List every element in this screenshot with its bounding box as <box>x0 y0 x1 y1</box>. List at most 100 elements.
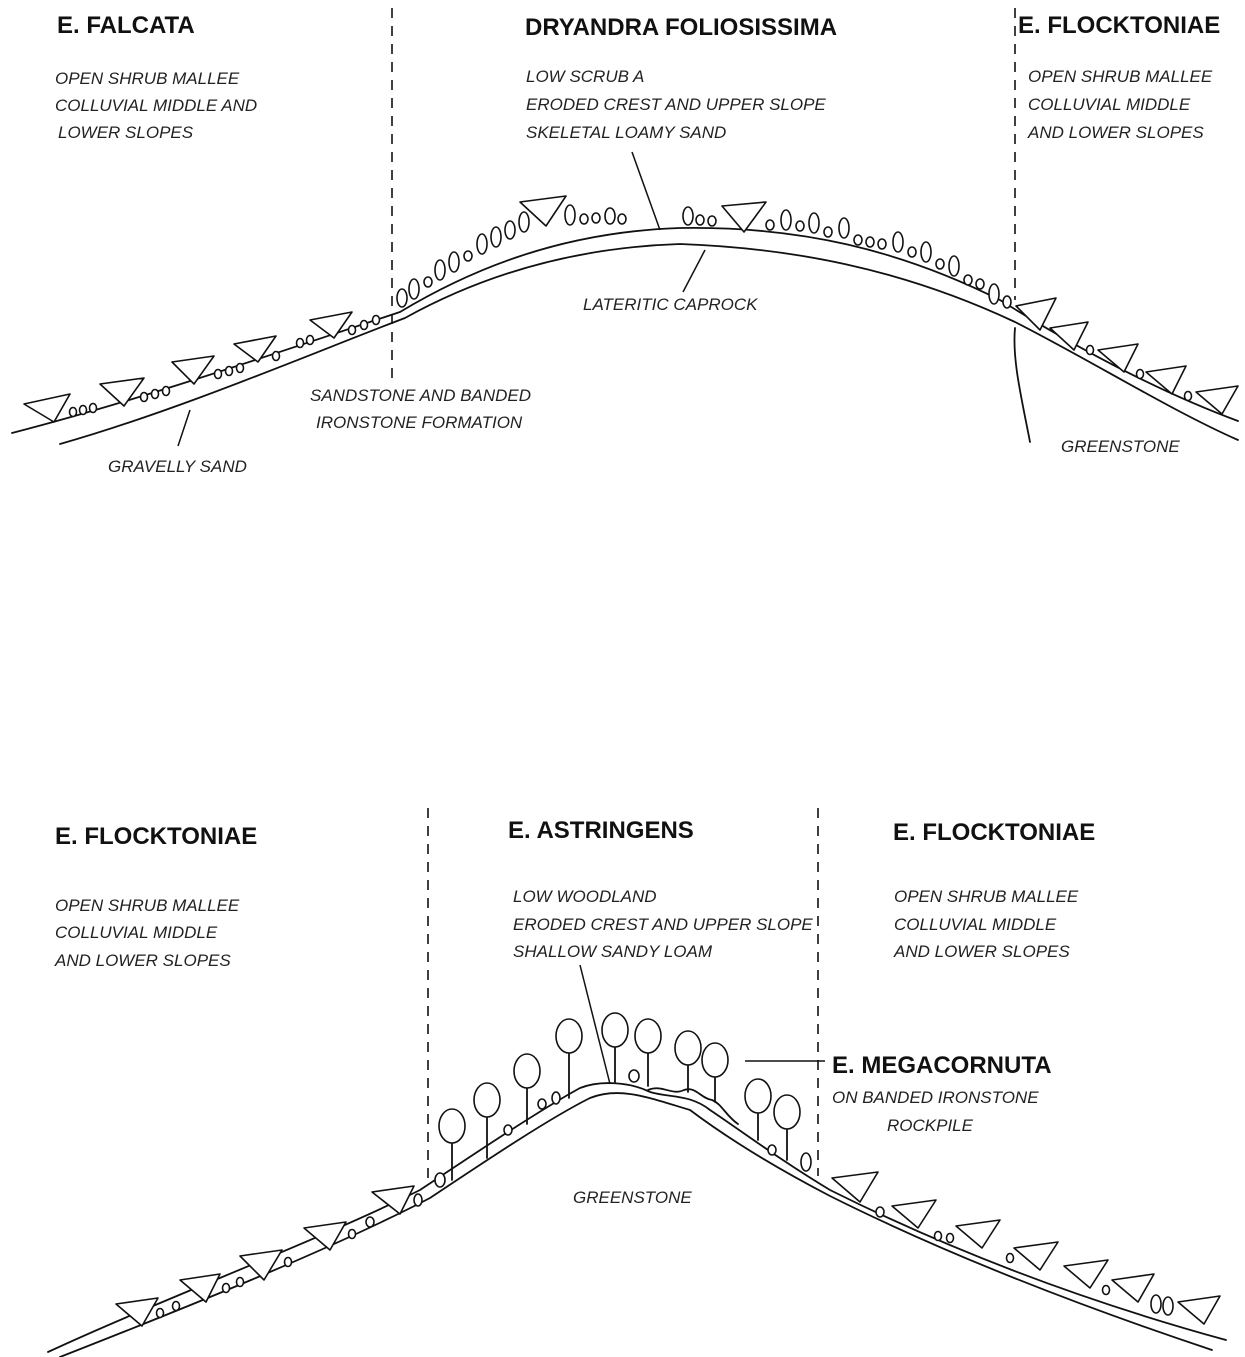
woodland-tree <box>675 1031 701 1065</box>
bottom-center-zone-line: ERODED CREST AND UPPER SLOPE <box>513 915 813 934</box>
low-scrub <box>989 284 999 304</box>
mallee-shrub <box>722 202 766 232</box>
small-shrub <box>285 1258 292 1267</box>
top-left-zone-line: OPEN SHRUB MALLEE <box>55 69 240 88</box>
top-greenstone-contact <box>1014 328 1030 442</box>
woodland-tree <box>514 1054 540 1088</box>
small-shrub <box>152 390 159 399</box>
small-shrub <box>414 1194 422 1206</box>
small-shrub <box>435 1173 445 1187</box>
low-scrub <box>435 260 445 280</box>
bottom-left-zone-line: AND LOWER SLOPES <box>54 951 231 970</box>
small-shrub <box>504 1125 512 1135</box>
low-scrub <box>424 277 432 287</box>
sandstone-label: IRONSTONE FORMATION <box>316 413 523 432</box>
low-scrub <box>893 232 903 252</box>
mallee-shrub <box>310 312 352 338</box>
low-scrub <box>477 234 487 254</box>
gravelly-sand-label: GRAVELLY SAND <box>108 457 247 476</box>
bottom-diagram: E. FLOCKTONIAE OPEN SHRUB MALLEE COLLUVI… <box>48 808 1226 1357</box>
mallee-shrub <box>892 1200 936 1228</box>
top-center-zone-line: SKELETAL LOAMY SAND <box>526 123 726 142</box>
mallee-shrub <box>24 394 70 422</box>
megacornuta-line: ON BANDED IRONSTONE <box>832 1088 1039 1107</box>
low-scrub <box>908 247 916 257</box>
small-shrub <box>163 387 170 396</box>
woodland-tree <box>474 1083 500 1117</box>
woodland-tree <box>774 1095 800 1129</box>
woodland-tree <box>745 1079 771 1113</box>
low-scrub <box>976 279 984 289</box>
small-shrub <box>223 1284 230 1293</box>
small-shrub <box>361 321 368 330</box>
mallee-shrub <box>304 1222 346 1250</box>
low-scrub <box>921 242 931 262</box>
low-scrub <box>505 221 515 239</box>
low-scrub <box>409 279 419 299</box>
mallee-shrub <box>956 1220 1000 1248</box>
small-shrub <box>237 1278 244 1287</box>
woodland-tree <box>602 1013 628 1047</box>
top-diagram: E. FALCATA OPEN SHRUB MALLEE COLLUVIAL M… <box>12 8 1238 476</box>
bottom-soil-base <box>60 1093 1212 1357</box>
small-shrub <box>1163 1297 1173 1315</box>
top-left-zone-line: COLLUVIAL MIDDLE AND <box>55 96 257 115</box>
small-shrub <box>1087 346 1094 355</box>
low-scrub <box>708 216 716 226</box>
small-shrub <box>90 404 97 413</box>
mallee-shrub <box>1064 1260 1108 1288</box>
low-scrub <box>618 214 626 224</box>
bottom-left-zone-line: OPEN SHRUB MALLEE <box>55 896 240 915</box>
low-scrub <box>397 289 407 307</box>
top-leader-caprock <box>683 250 705 292</box>
low-scrub <box>605 208 615 224</box>
low-scrub <box>854 235 862 245</box>
mallee-shrub <box>1146 366 1186 394</box>
low-scrub <box>824 227 832 237</box>
bottom-right-zone-line: AND LOWER SLOPES <box>893 942 1070 961</box>
bottom-right-zone-title: E. FLOCKTONIAE <box>893 819 1095 846</box>
small-shrub <box>1103 1286 1110 1295</box>
mallee-shrub <box>240 1250 282 1280</box>
small-shrub <box>629 1070 639 1082</box>
low-scrub <box>491 227 501 247</box>
mallee-shrub <box>100 378 144 406</box>
bottom-center-zone-line: SHALLOW SANDY LOAM <box>513 942 713 961</box>
top-center-zone-line: ERODED CREST AND UPPER SLOPE <box>526 95 826 114</box>
bottom-left-zone-title: E. FLOCKTONIAE <box>55 823 257 850</box>
bottom-center-zone-line: LOW WOODLAND <box>513 887 657 906</box>
small-shrub <box>307 336 314 345</box>
mallee-shrub <box>1050 322 1088 350</box>
low-scrub <box>519 212 529 232</box>
top-center-zone-title: DRYANDRA FOLIOSISSIMA <box>525 14 837 41</box>
mallee-shrub <box>832 1172 878 1202</box>
top-center-zone-line: LOW SCRUB A <box>526 67 644 86</box>
small-shrub <box>876 1207 884 1217</box>
small-shrub <box>215 370 222 379</box>
megacornuta-line: ROCKPILE <box>887 1116 974 1135</box>
small-shrub <box>157 1309 164 1318</box>
low-scrub <box>866 237 874 247</box>
bottom-ground-surface <box>48 1083 1226 1352</box>
mallee-shrub <box>180 1274 220 1302</box>
small-shrub <box>947 1234 954 1243</box>
top-right-zone-line: OPEN SHRUB MALLEE <box>1028 67 1213 86</box>
bottom-right-zone-line: COLLUVIAL MIDDLE <box>894 915 1057 934</box>
small-shrub <box>173 1302 180 1311</box>
small-shrub <box>935 1232 942 1241</box>
low-scrub <box>949 256 959 276</box>
top-leader-soil <box>632 152 660 230</box>
top-leader-gravelly <box>178 410 190 446</box>
small-shrub <box>552 1092 560 1104</box>
lateritic-caprock-label: LATERITIC CAPROCK <box>583 295 758 314</box>
low-scrub <box>592 213 600 223</box>
bottom-left-zone-line: COLLUVIAL MIDDLE <box>55 923 218 942</box>
small-shrub <box>1137 370 1144 379</box>
woodland-tree <box>439 1109 465 1143</box>
small-shrub <box>273 352 280 361</box>
small-shrub <box>366 1217 374 1227</box>
small-shrub <box>349 1230 356 1239</box>
mallee-shrub <box>116 1298 158 1326</box>
small-shrub <box>1007 1254 1014 1263</box>
